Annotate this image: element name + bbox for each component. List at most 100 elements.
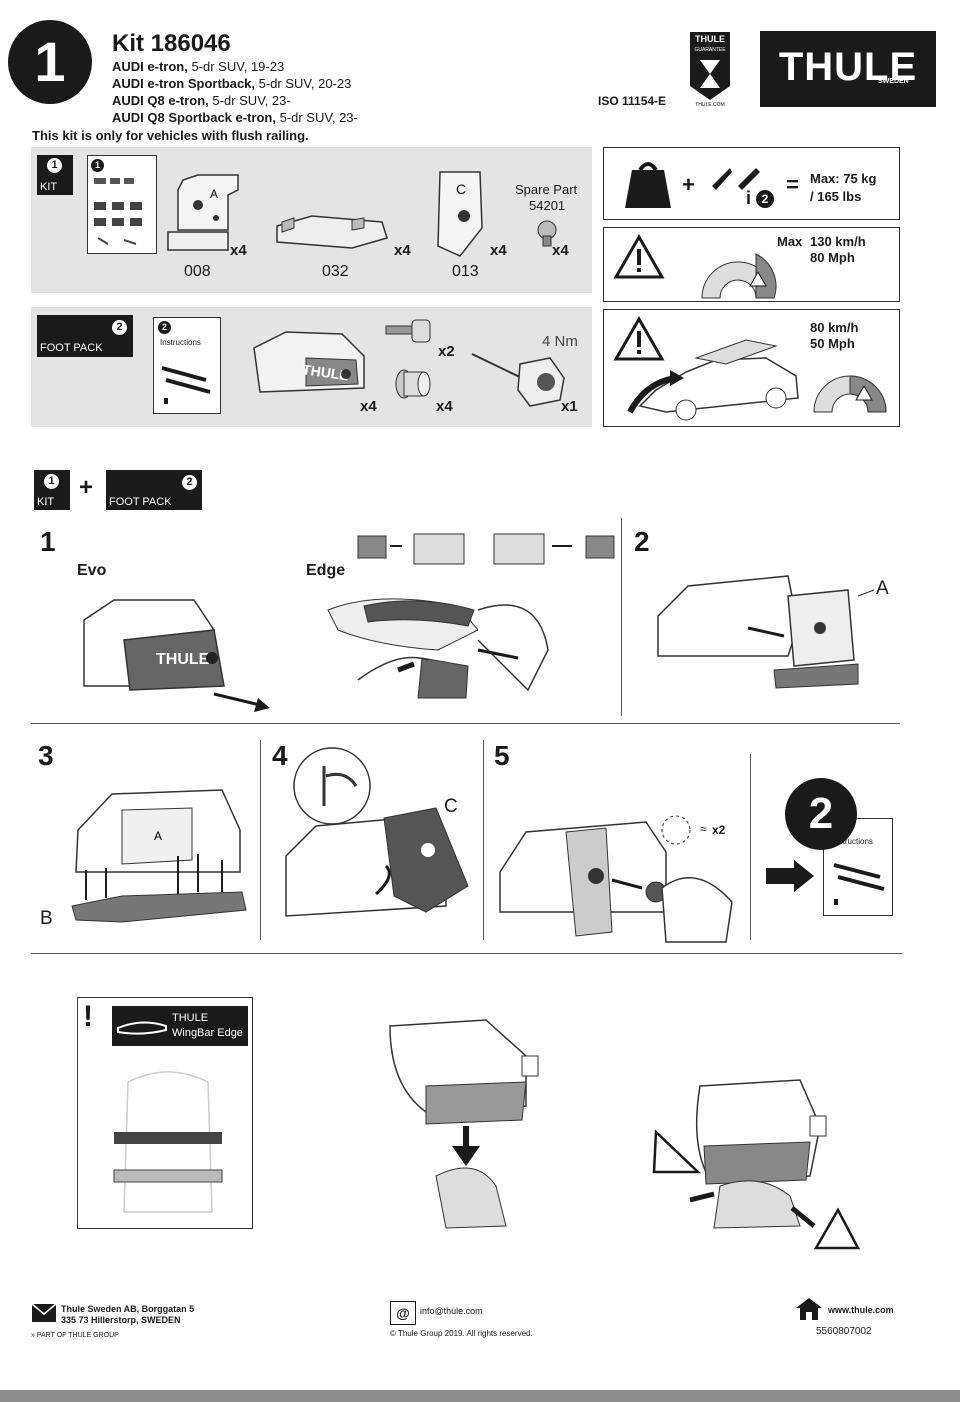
part-qty: x4: [394, 242, 411, 259]
part-code: 008: [184, 263, 211, 280]
load-box: + 2 i = Max: 75 kg / 165 lbs: [603, 147, 900, 220]
car-top-view-illustration: [113, 1071, 223, 1213]
home-icon: [796, 1298, 822, 1320]
pad-032-illustration: [276, 215, 388, 249]
info-icon: i: [746, 188, 752, 208]
evo-label: Evo: [77, 562, 107, 579]
bracket-attach-illustration: [657, 575, 875, 689]
vehicle-line: AUDI e-tron, 5-dr SUV, 19-23: [112, 59, 285, 74]
wingbar-label: THULE WingBar Edge: [112, 1006, 248, 1046]
screw-icon: [537, 220, 557, 247]
step-divider: [621, 518, 622, 716]
part-qty: x2: [438, 343, 455, 360]
svg-text:A: A: [154, 829, 162, 843]
speedometer-icon: [701, 253, 777, 299]
svg-text:C: C: [456, 181, 466, 197]
vehicle-line: AUDI Q8 Sportback e-tron, 5-dr SUV, 23-: [112, 110, 358, 125]
evo-foot-removal-illustration: THULE: [83, 599, 270, 712]
guarantee-brand: THULE: [695, 34, 725, 44]
max-speed-kmh: 130 km/h: [810, 234, 866, 249]
thule-logo: THULE SWEDEN: [760, 31, 936, 107]
cover-013-illustration: C: [437, 171, 483, 257]
svg-text:A: A: [210, 187, 218, 201]
step-divider: [750, 754, 751, 940]
email-icon: @: [390, 1301, 416, 1325]
foot-mounted-illustration: [652, 1079, 861, 1250]
foot-illustration: THULE: [253, 331, 365, 393]
step-number: 3: [38, 740, 54, 771]
foot-pack-tag: 2 FOOT PACK: [37, 315, 133, 357]
footer-email[interactable]: info@thule.com: [420, 1306, 483, 1316]
max-label: Max: [777, 234, 803, 249]
lock-cylinder-icon: [395, 369, 431, 399]
part-code: 032: [322, 263, 349, 280]
footer-address-1: Thule Sweden AB, Borggatan 5: [61, 1304, 195, 1314]
torque-tool-icon: [471, 353, 565, 407]
kit-title: Kit 186046: [112, 30, 231, 57]
vehicle-line: AUDI e-tron Sportback, 5-dr SUV, 20-23: [112, 76, 352, 91]
row-divider: [31, 723, 900, 724]
car-wash-box: 80 km/h 50 Mph: [603, 309, 900, 427]
footer-copyright: © Thule Group 2019. All rights reserved.: [390, 1329, 533, 1338]
step-number: 4: [272, 740, 288, 771]
combo-kit-tag: 1 KIT: [34, 470, 70, 510]
plus-sign: +: [682, 172, 695, 197]
guarantee-url: THULE.COM: [695, 102, 725, 108]
warning-exclamation: !: [83, 1000, 93, 1033]
footer-address-2: 335 73 Hillerstorp, SWEDEN: [61, 1315, 181, 1325]
iso-label: ISO 11154-E: [598, 94, 667, 108]
mail-icon: [31, 1303, 57, 1322]
guarantee-label: GUARANTEE: [694, 47, 726, 53]
speed-box: Max 130 km/h 80 Mph: [603, 227, 900, 302]
max-speed-mph: 80 Mph: [810, 250, 855, 265]
foot-placement-illustration: [389, 1019, 539, 1229]
step-number: 1: [40, 526, 56, 557]
svg-text:THULE: THULE: [156, 651, 210, 668]
equals-sign: =: [786, 172, 799, 197]
step-number: 2: [634, 526, 650, 557]
edge-label: Edge: [306, 562, 346, 579]
step-number: 5: [494, 740, 510, 771]
part-qty: x4: [552, 242, 569, 259]
chevron-right-icon: »: [31, 1332, 35, 1339]
part-qty: x4: [490, 242, 507, 259]
kit-tag: 1 KIT: [37, 155, 73, 195]
label-b: B: [40, 908, 53, 929]
warning-icon: [613, 315, 665, 361]
plus-sign: +: [79, 474, 94, 501]
footer-group: » PART OF THULE GROUP: [31, 1332, 119, 1339]
max-load-kg: Max: 75 kg: [810, 171, 877, 186]
wash-speed-kmh: 80 km/h: [810, 320, 859, 335]
key-icon: [385, 319, 431, 343]
max-load-lbs: / 165 lbs: [810, 189, 862, 204]
weight-icon: [625, 162, 671, 208]
warning-icon: [613, 233, 665, 279]
bottom-bar: [0, 1390, 960, 1402]
next-arrow-icon: [766, 860, 814, 892]
spare-part-code: 54201: [529, 198, 566, 213]
label-c: C: [444, 796, 458, 817]
car-with-roof-bars-illustration: [627, 339, 799, 421]
spare-part-label: Spare Part: [515, 182, 578, 197]
rotate-icon: ≈: [700, 822, 707, 836]
cover-attach-illustration: [285, 747, 469, 917]
document-number: 5560807002: [816, 1326, 872, 1337]
label-a: A: [876, 578, 889, 599]
part-qty: x4: [360, 398, 377, 415]
repeat-count: x2: [712, 823, 726, 837]
vehicle-list: AUDI e-tron, 5-dr SUV, 19-23 AUDI e-tron…: [112, 58, 358, 126]
torque-label: 4 Nm: [542, 333, 578, 350]
combo-foot-pack-tag: 2 FOOT PACK: [106, 470, 202, 510]
wingbar-icon: [117, 1021, 167, 1035]
part-qty: x4: [436, 398, 453, 415]
footer-website[interactable]: www.thule.com: [828, 1305, 894, 1315]
edge-foot-removal-illustration: [327, 533, 615, 699]
vehicle-line: AUDI Q8 e-tron, 5-dr SUV, 23-: [112, 93, 291, 108]
guarantee-shield: THULE GUARANTEE THULE.COM: [688, 30, 732, 110]
foot-booklet: 2 Instructions: [153, 317, 221, 414]
svg-text:THULE: THULE: [301, 361, 349, 383]
next-instructions-badge: 2: [785, 778, 857, 850]
info-badge: 2: [756, 190, 774, 208]
roof-bar-icon: [712, 168, 760, 190]
wingbar-box: ! THULE WingBar Edge: [77, 997, 253, 1229]
